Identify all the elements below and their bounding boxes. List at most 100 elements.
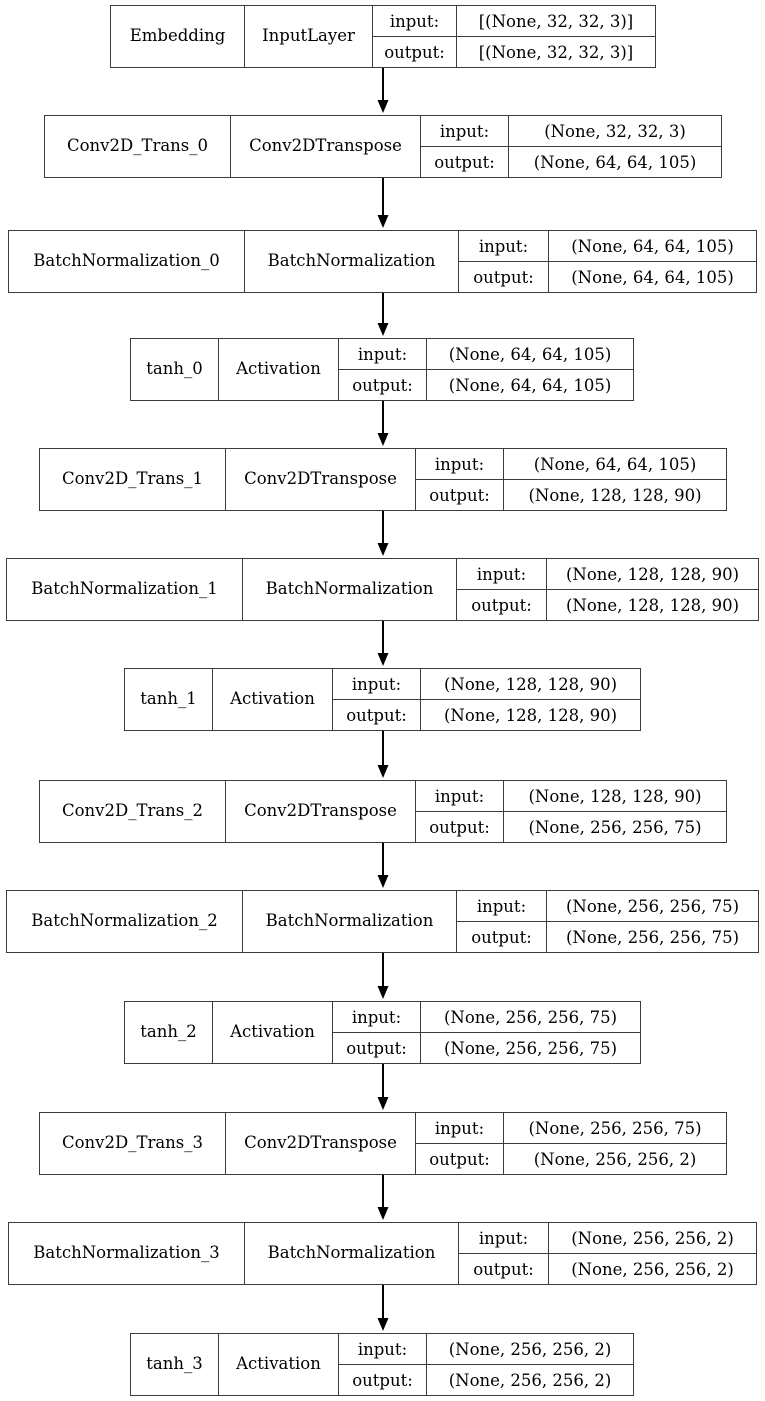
layer-name: Conv2D_Trans_0 <box>45 116 231 177</box>
input-shape-value: (None, 128, 128, 90) <box>443 674 618 694</box>
arrowhead-icon <box>377 215 389 228</box>
input-label: input: <box>373 6 457 36</box>
layer-output-row: output:(None, 256, 256, 75) <box>457 922 758 952</box>
layer-output-row: output: (None, 256, 256, 2) <box>416 1144 726 1174</box>
layer-input-row: input:(None, 256, 256, 75) <box>333 1002 640 1033</box>
layer-name: Embedding <box>111 6 245 67</box>
layer-class: Activation <box>213 669 333 730</box>
input-shape-value: (None, 256, 256, 75) <box>565 896 740 916</box>
layer-io-block: input: (None, 64, 64, 105) output:(None, 1… <box>416 449 726 510</box>
layer-class: BatchNormalization <box>245 231 459 292</box>
edge-arrow <box>377 1175 389 1220</box>
output-label: output: <box>333 700 421 730</box>
layer-io-block: input:(None, 64, 64, 105)output: (None, 6… <box>459 231 756 292</box>
layer-name: BatchNormalization_0 <box>9 231 245 292</box>
layer-output-row: output:[(None, 32, 32, 3)] <box>373 37 655 67</box>
layer-input-row: input: (None, 64, 64, 105) <box>339 339 633 370</box>
edge-arrow <box>377 511 389 556</box>
input-shape-value: (None, 64, 64, 105) <box>533 454 697 474</box>
input-shape-value: (None, 256, 256, 2) <box>448 1339 612 1359</box>
layer-output-row: output:(None, 64, 64, 105) <box>339 370 633 400</box>
layer-input-row: input:(None, 32, 32, 3) <box>421 116 721 147</box>
edge-arrow <box>377 731 389 778</box>
layer-input-row: input: (None, 64, 64, 105) <box>416 449 726 480</box>
input-label: input: <box>416 449 504 479</box>
output-label: output: <box>416 1144 504 1174</box>
output-label: output: <box>457 922 547 952</box>
output-label: output: <box>421 147 509 177</box>
output-label: output: <box>457 590 547 620</box>
layer-class: BatchNormalization <box>243 559 457 620</box>
arrowhead-icon <box>377 1097 389 1110</box>
arrowhead-icon <box>377 986 389 999</box>
output-label: output: <box>459 1254 549 1284</box>
input-shape-value: (None, 64, 64, 105) <box>448 344 612 364</box>
arrowhead-icon <box>377 1318 389 1331</box>
edge-arrow <box>377 178 389 228</box>
arrowhead-icon <box>377 543 389 556</box>
layer-name: Conv2D_Trans_2 <box>40 781 226 842</box>
output-label: output: <box>416 480 504 510</box>
output-shape-value: (None, 128, 128, 90) <box>443 705 618 725</box>
layer-io-block: input: (None, 256, 256, 2) output:(None, 2… <box>339 1334 633 1395</box>
layer-name: Conv2D_Trans_1 <box>40 449 226 510</box>
layer-input-row: input: (None, 256, 256, 2) <box>339 1334 633 1365</box>
layer-io-block: input:(None, 256, 256, 2)output:(None, 2… <box>459 1223 756 1284</box>
layer-io-block: input: (None, 128, 128, 90) output: (None, … <box>333 669 640 730</box>
input-label: input: <box>333 669 421 699</box>
layer-name: Conv2D_Trans_3 <box>40 1113 226 1174</box>
layer-output-row: output:(None, 256, 256, 75) <box>333 1033 640 1063</box>
output-shape-value: (None, 64, 64, 105) <box>448 375 612 395</box>
input-label: input: <box>457 891 547 921</box>
input-shape-value: (None, 128, 128, 90) <box>565 564 740 584</box>
output-label: output: <box>416 812 504 842</box>
edge-arrow <box>377 843 389 888</box>
layer-output-row: output:(None, 256, 256, 2) <box>339 1365 633 1395</box>
input-shape-value: (None, 64, 64, 105) <box>571 236 734 256</box>
arrowhead-icon <box>377 323 389 336</box>
layer-output-row: output:(None, 128, 128, 90) <box>416 480 726 510</box>
edge-arrow <box>377 1285 389 1331</box>
output-label: output: <box>459 262 549 292</box>
layer-name: tanh_3 <box>131 1334 219 1395</box>
output-label: output: <box>339 1365 427 1395</box>
input-label: input: <box>339 339 427 369</box>
layer-class: Conv2DTranspose <box>226 449 416 510</box>
output-shape-value: (None, 256, 256, 2) <box>533 1149 697 1169</box>
layer-output-row: output:(None, 128, 128, 90) <box>457 590 758 620</box>
layer-output-row: output: (None, 128, 128, 90) <box>333 700 640 730</box>
layer-io-block: input:(None, 256, 256, 75)output:(None, … <box>333 1002 640 1063</box>
layer-class: Conv2DTranspose <box>226 1113 416 1174</box>
arrowhead-icon <box>377 1207 389 1220</box>
layer-name: tanh_1 <box>125 669 213 730</box>
input-label: input: <box>339 1334 427 1364</box>
layer-output-row: output:(None, 256, 256, 75) <box>416 812 726 842</box>
layer-name: BatchNormalization_2 <box>7 891 243 952</box>
layer-input-row: input: [(None, 32, 32, 3)] <box>373 6 655 37</box>
input-shape-value: (None, 128, 128, 90) <box>528 786 702 806</box>
output-label: output: <box>373 37 457 67</box>
edge-arrow <box>377 953 389 999</box>
input-shape-value: [(None, 32, 32, 3)] <box>478 11 634 31</box>
arrowhead-icon <box>377 433 389 446</box>
layer-class: Activation <box>219 1334 339 1395</box>
layer-input-row: input:(None, 64, 64, 105) <box>459 231 756 262</box>
output-shape-value: (None, 256, 256, 2) <box>571 1259 734 1279</box>
input-label: input: <box>333 1002 421 1032</box>
layer-io-block: input: [(None, 32, 32, 3)] output:[(None, … <box>373 6 655 67</box>
layer-output-row: output: (None, 256, 256, 2) <box>459 1254 756 1284</box>
